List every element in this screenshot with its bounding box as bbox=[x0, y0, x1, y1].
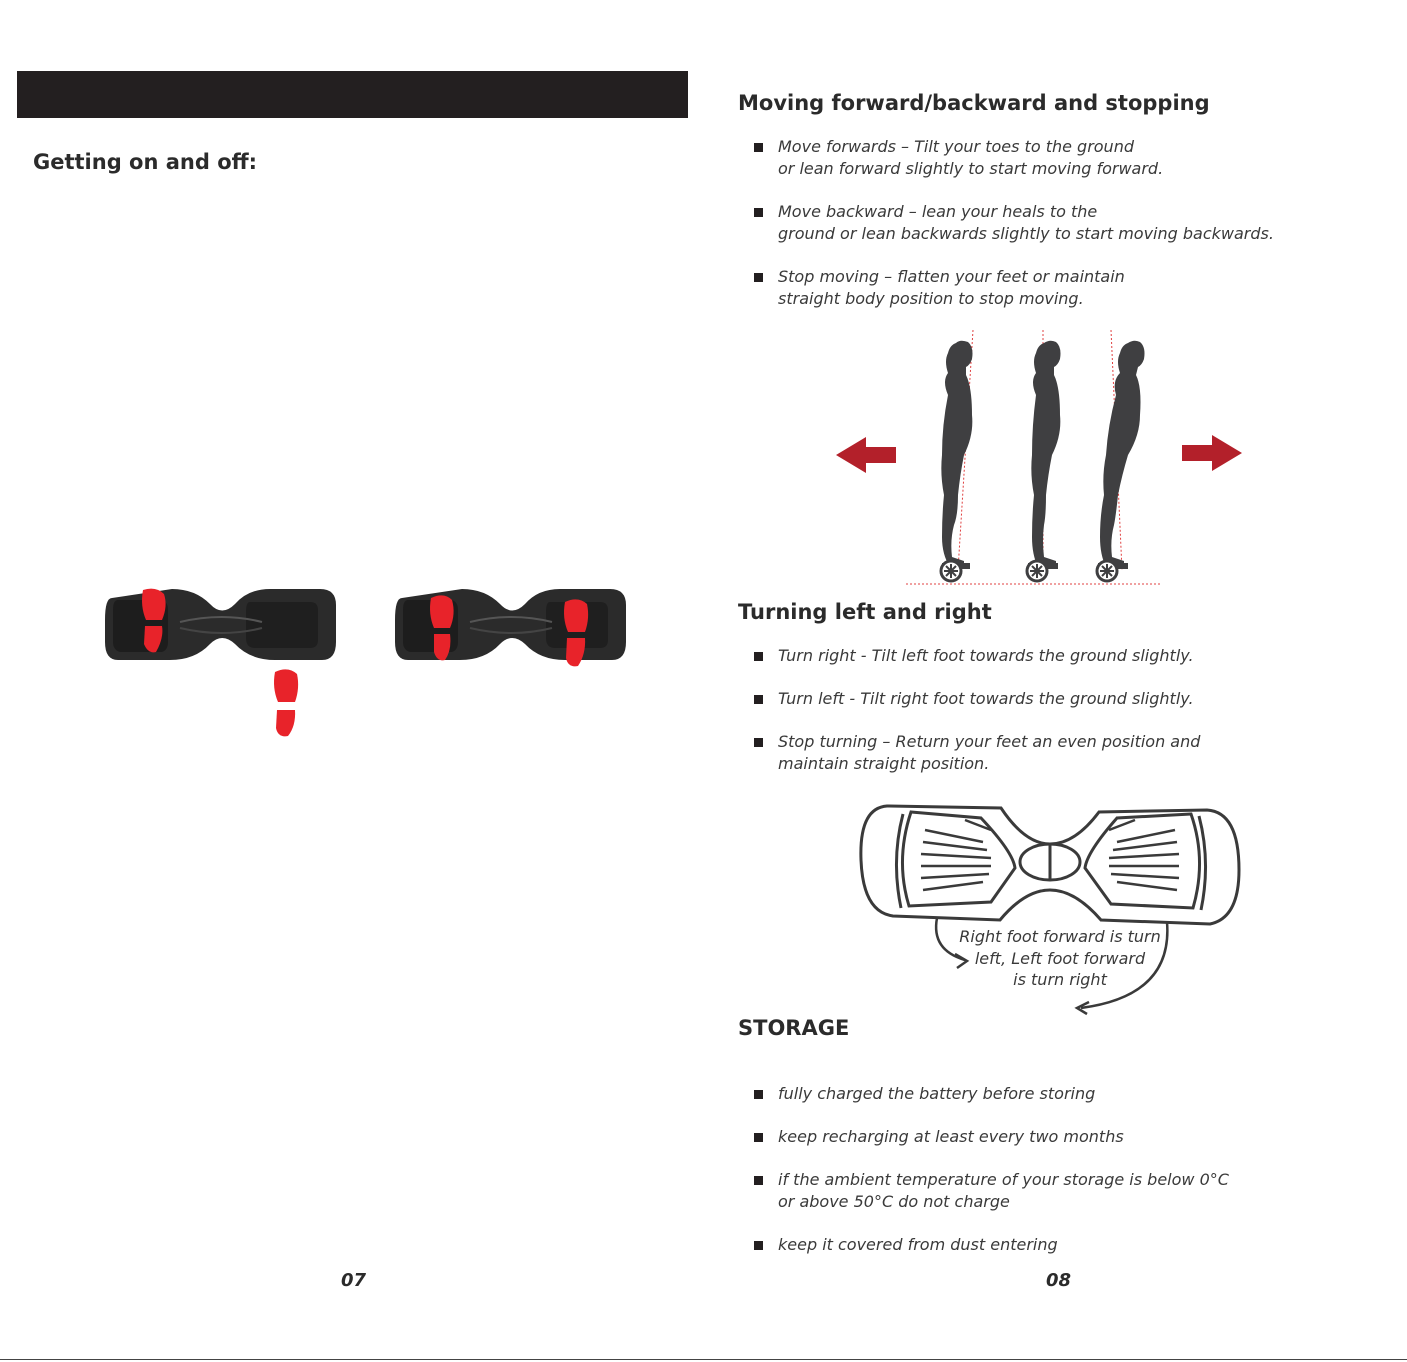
moving-heading: Moving forward/backward and stopping bbox=[738, 91, 1210, 115]
caption-line: Right foot forward is turn bbox=[959, 927, 1161, 946]
bullet-square-icon bbox=[754, 208, 763, 217]
rider-posture-illustration bbox=[836, 329, 1242, 585]
bullet-square-icon bbox=[754, 1133, 763, 1142]
hoverboard-outline-board bbox=[859, 804, 1241, 926]
hoverboard-step2-illustration bbox=[395, 589, 626, 667]
arrow-left-icon bbox=[836, 437, 896, 473]
bullet-square-icon bbox=[754, 695, 763, 704]
footprint-on-board-1 bbox=[142, 588, 166, 653]
rider-neutral bbox=[1025, 330, 1061, 583]
footprint-left-board-2 bbox=[430, 595, 454, 661]
hoverboard-board-2 bbox=[395, 589, 626, 660]
list-item-line: keep it covered from dust entering bbox=[778, 1235, 1058, 1254]
page-number-left: 07 bbox=[341, 1270, 367, 1291]
list-item-line: fully charged the battery before storing bbox=[778, 1084, 1096, 1103]
bullet-square-icon bbox=[754, 143, 763, 152]
rider-leaning-forward bbox=[1095, 329, 1145, 583]
chevron-right-icon bbox=[954, 952, 970, 970]
list-item-line: ground or lean backwards slightly to sta… bbox=[778, 224, 1274, 243]
storage-instructions-list: fully charged the battery before storing… bbox=[754, 1083, 1374, 1263]
footprint-on-ground-1 bbox=[274, 669, 299, 737]
bullet-square-icon bbox=[754, 1241, 763, 1250]
list-item-line: Move forwards – Tilt your toes to the gr… bbox=[778, 137, 1134, 156]
turning-instructions-list: Turn right - Tilt left foot towards the … bbox=[754, 645, 1374, 785]
bullet-square-icon bbox=[754, 652, 763, 661]
moving-instructions-list: Move forwards – Tilt your toes to the gr… bbox=[754, 136, 1374, 316]
bottom-divider bbox=[0, 1359, 1407, 1360]
hoverboard-outline-grips bbox=[920, 818, 1180, 892]
hoverboard-step1-illustration bbox=[105, 588, 336, 737]
caption-line: is turn right bbox=[1013, 970, 1107, 989]
bullet-square-icon bbox=[754, 1090, 763, 1099]
bullet-square-icon bbox=[754, 273, 763, 282]
hoverboard-outline-illustration bbox=[859, 804, 1241, 1016]
list-item-line: or lean forward slightly to start moving… bbox=[778, 159, 1164, 178]
list-item-line: Stop turning – Return your feet an even … bbox=[778, 732, 1201, 751]
hoverboard-board-1 bbox=[105, 589, 336, 660]
page-number-right: 08 bbox=[1046, 1270, 1072, 1291]
footprint-right-board-2 bbox=[564, 599, 589, 667]
bullet-square-icon bbox=[754, 1176, 763, 1185]
turn-arrow-right-curve bbox=[1080, 921, 1169, 1010]
section-header-bar bbox=[17, 71, 688, 118]
arrow-right-icon bbox=[1182, 435, 1242, 471]
turning-caption: Right foot forward is turn left, Left fo… bbox=[940, 926, 1180, 991]
list-item-line: keep recharging at least every two month… bbox=[778, 1127, 1124, 1146]
list-item-line: Turn left - Tilt right foot towards the … bbox=[778, 689, 1194, 708]
list-item-line: Turn right - Tilt left foot towards the … bbox=[778, 646, 1194, 665]
caption-line: left, Left foot forward bbox=[974, 948, 1146, 968]
turning-heading: Turning left and right bbox=[738, 600, 992, 624]
rider-leaning-back bbox=[939, 329, 974, 583]
list-item-line: or above 50°C do not charge bbox=[778, 1192, 1010, 1211]
list-item-line: Stop moving – flatten your feet or maint… bbox=[778, 267, 1125, 286]
getting-on-off-heading: Getting on and off: bbox=[33, 150, 258, 174]
list-item-line: if the ambient temperature of your stora… bbox=[778, 1170, 1229, 1189]
list-item-line: Move backward – lean your heals to the bbox=[778, 202, 1098, 221]
list-item-line: maintain straight position. bbox=[778, 754, 990, 773]
chevron-left-icon bbox=[1074, 1000, 1090, 1016]
bullet-square-icon bbox=[754, 738, 763, 747]
storage-heading: STORAGE bbox=[738, 1016, 850, 1040]
list-item-line: straight body position to stop moving. bbox=[778, 289, 1084, 308]
